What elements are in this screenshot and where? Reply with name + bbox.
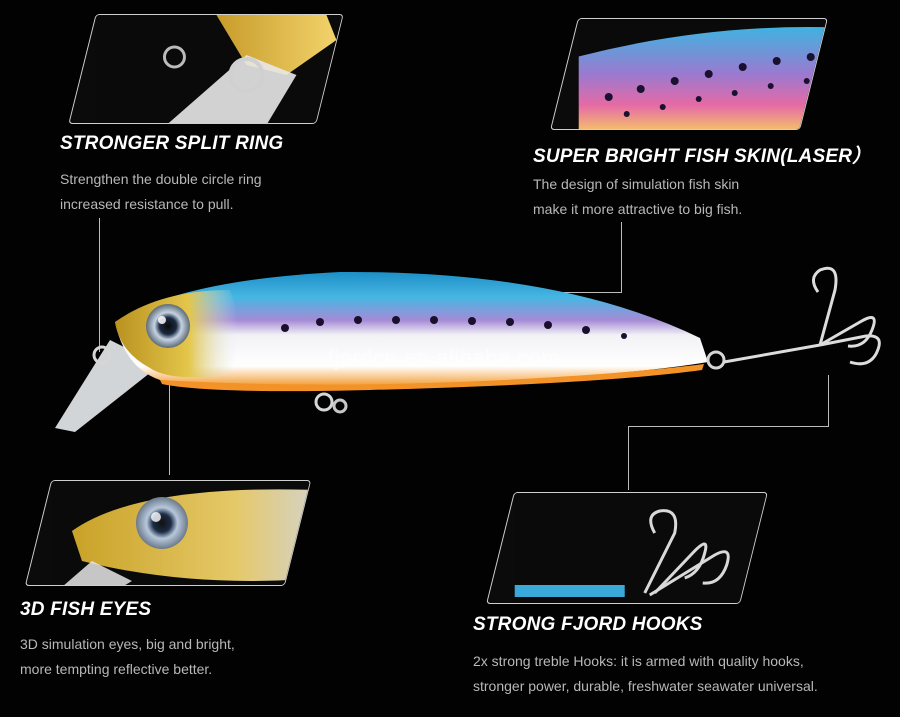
hooks-leader-line-drop — [628, 426, 629, 490]
split-ring-heading: STRONGER SPLIT RING — [60, 133, 284, 154]
fish-eyes-desc-line: more tempting reflective better. — [20, 661, 213, 677]
fish-eyes-heading: 3D FISH EYES — [20, 599, 152, 620]
split-ring-desc-line: Strengthen the double circle ring — [60, 171, 262, 187]
fish-eyes-desc-line: 3D simulation eyes, big and bright, — [20, 636, 235, 652]
lure-body — [115, 271, 708, 387]
watermark: fjordcn.en.alibaba.com — [328, 345, 561, 370]
hooks-description: 2x strong treble Hooks: it is armed with… — [473, 649, 818, 699]
diving-lip — [55, 340, 160, 432]
fishing-lure-image — [55, 266, 881, 432]
fish-skin-closeup-panel — [550, 18, 828, 130]
belly-split-ring — [314, 392, 334, 412]
hooks-closeup-panel — [486, 492, 768, 604]
split-ring-closeup-panel — [68, 14, 344, 124]
lure-spots — [281, 316, 627, 339]
front-split-ring — [92, 345, 112, 365]
lure-eye — [146, 304, 190, 348]
fish-eyes-leader-line — [169, 345, 170, 475]
hooks-closeup-image — [514, 493, 768, 604]
hooks-heading: STRONG FJORD HOOKS — [473, 614, 703, 635]
fish-skin-description: The design of simulation fish skin make … — [533, 172, 742, 222]
treble-hook — [723, 266, 881, 366]
fish-skin-closeup-image — [578, 19, 828, 130]
fish-eye-closeup-panel — [24, 480, 312, 586]
split-ring-leader-line — [99, 218, 100, 352]
hooks-desc-line: 2x strong treble Hooks: it is armed with… — [473, 653, 804, 669]
fish-skin-leader-line — [621, 222, 622, 293]
hooks-leader-line-horizontal — [628, 426, 829, 427]
lure-belly-stripe — [160, 364, 704, 392]
tail-split-ring — [706, 350, 726, 370]
fish-eye-closeup-image — [51, 481, 312, 586]
hooks-leader-line-vertical — [828, 375, 829, 427]
fish-skin-desc-line: make it more attractive to big fish. — [533, 201, 743, 217]
hooks-desc-line: stronger power, durable, freshwater seaw… — [473, 678, 818, 694]
fish-skin-desc-line: The design of simulation fish skin — [533, 176, 740, 192]
split-ring-closeup-image — [96, 15, 344, 124]
fish-eyes-description: 3D simulation eyes, big and bright, more… — [20, 632, 235, 682]
split-ring-description: Strengthen the double circle ring increa… — [60, 167, 262, 217]
split-ring-desc-line: increased resistance to pull. — [60, 196, 234, 212]
fish-skin-heading: SUPER BRIGHT FISH SKIN(LASER） — [533, 146, 872, 167]
